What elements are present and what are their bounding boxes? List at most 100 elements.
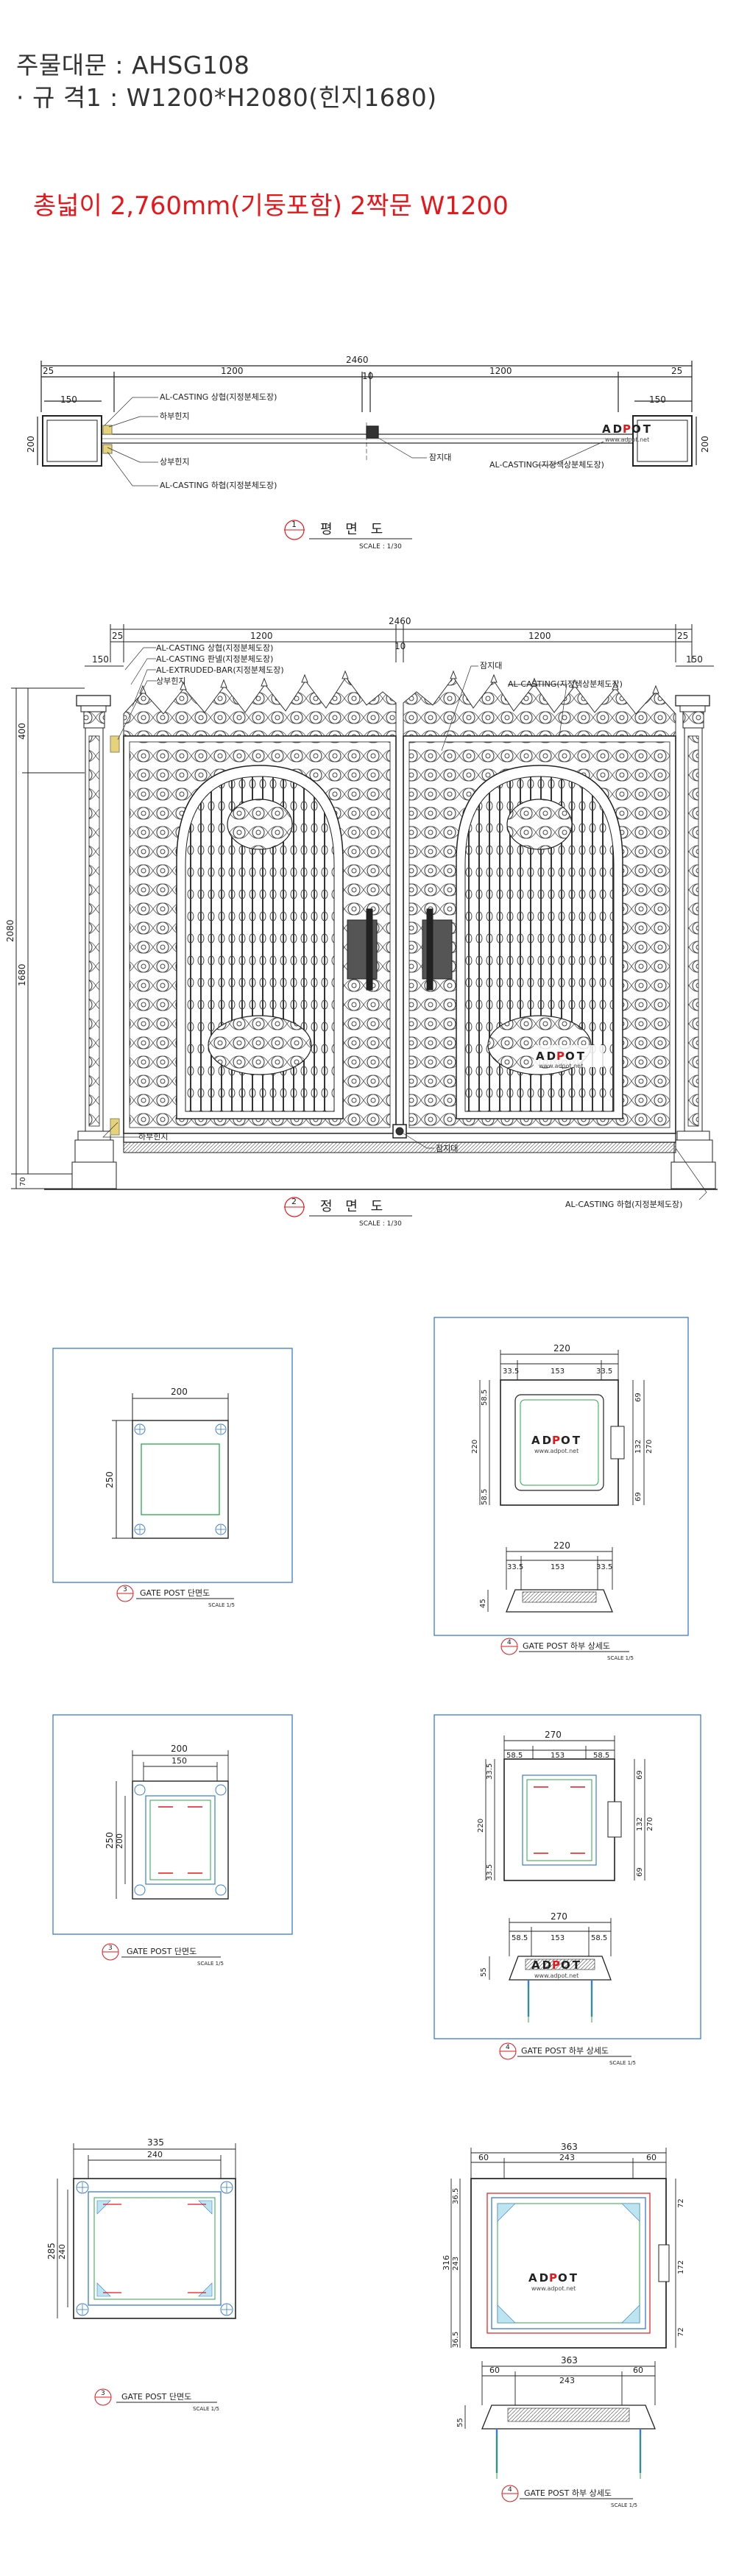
detail-6-dim-h2: 243 [452,2257,460,2271]
detail-4-dim-bh: 55 [480,1967,488,1977]
detail-3-dim-w: 200 [171,1744,188,1754]
detail-2-logo-right: OT [561,1434,582,1447]
detail-2-title-text: GATE POST 하부 상세도 [523,1641,610,1651]
detail-1-dim-height: 250 [105,1471,115,1488]
front-dim-top: 400 [17,723,27,740]
detail-6-dim-ba: 60 [489,2366,500,2375]
detail-2-dim-r1: 58.5 [481,1390,489,1406]
detail-6-dim-c: 60 [646,2153,657,2162]
detail-2-dim-r4: 69 [634,1492,643,1501]
plan-leaders [104,397,604,486]
front-dim-left: 1200 [250,631,273,641]
front-label-extruded-bar: AL-EXTRUDED-BAR(지정분체도장) [156,665,284,675]
detail-2-dim-c: 33.5 [596,1367,612,1376]
detail-6-title-text: GATE POST 하부 상세도 [524,2488,612,2498]
detail-3-dim-wb: 150 [171,1756,187,1766]
detail-4-dim-r1b: 33.5 [486,1864,494,1880]
front-dim-edge-left: 25 [112,631,123,641]
front-dim-post-left: 150 [92,654,109,665]
brand-url: www.adpot.net [605,436,649,443]
plan-title-scale: SCALE : 1/30 [359,543,402,551]
front-label-casting-top: AL-CASTING 상협(지정분체도장) [156,643,273,653]
detail-6-dim-bot: 363 [561,2355,578,2366]
detail-6-dim-r4: 72 [677,2327,685,2337]
plan-dim-height-right: 200 [700,436,710,453]
detail-4-scale: SCALE 1/5 [609,2060,636,2066]
front-dim-edge-right: 25 [677,631,688,641]
detail-4-dim-a: 58.5 [506,1752,523,1760]
plan-dimension-text: 2460 1200 1200 10 25 25 150 150 200 200 [26,355,710,453]
front-dimension-text: 2460 1200 1200 10 25 25 150 150 400 2080… [5,616,703,1186]
detail-4-logo-right: OT [561,1958,582,1972]
detail-6-dim-bot2: 243 [559,2376,575,2385]
front-logo-url: www.adpot.net [539,1063,583,1069]
front-label-stopper-bottom: 잠지대 [436,1144,458,1153]
front-label-casting-right: AL-CASTING(지정색상분체도장) [508,679,623,689]
detail-2-dim-h1: 270 [645,1440,654,1454]
detail-4-title-text: GATE POST 하부 상세도 [521,2045,609,2056]
front-title: 2 정 면 도 SCALE : 1/30 [284,1197,412,1228]
detail-2-dim-bc: 33.5 [596,1563,612,1571]
total-width-note: 총넓이 2,760mm(기둥포함) 2짝문 W1200 [33,191,509,221]
detail-3-frame: 200 150 250 200 [52,1714,293,1935]
front-label-upper-hinge: 상부힌지 [156,676,185,686]
detail-2-dim-b: 153 [551,1367,565,1376]
detail-4-logo-mid: P [552,1958,560,1972]
product-code: 주물대문 : AHSG108 [16,51,250,79]
detail-3-title: 3 GATE POST 단면도 SCALE 1/5 [102,1943,224,1967]
detail-2-logo-left: AD [531,1434,553,1447]
right-gate-leaf [403,735,676,1134]
detail-6-dim-h1: 316 [442,2255,451,2271]
detail-2-dim-bot: 220 [553,1540,570,1551]
detail-6-logo-url: www.adpot.net [531,2285,576,2292]
detail-4-dim-h1: 270 [646,1817,654,1831]
front-title-text: 정 면 도 [320,1199,387,1214]
plan-view [37,361,697,467]
detail-2-dim-bb: 153 [551,1563,565,1571]
detail-1-number: 3 [123,1586,127,1593]
detail-2-dim-r2: 132 [634,1440,643,1454]
plan-labels: AL-CASTING 상협(지정분체도장) 하부힌지 상부힌지 AL-CASTI… [160,392,604,490]
gate-crest [123,670,676,737]
plan-label-upper-hinge: 상부힌지 [160,457,189,467]
detail-4-dim-bc: 58.5 [591,1934,607,1942]
plan-label-casting-bottom: AL-CASTING 하협(지정분체도장) [160,480,277,490]
front-dim-post-right: 150 [686,654,703,665]
brand-logo-right: OT [631,422,653,436]
detail-6-dim-top2: 243 [559,2153,575,2162]
detail-1-title-text: GATE POST 단면도 [140,1588,210,1598]
plan-dim-total: 2460 [346,355,369,365]
detail-2-scale: SCALE 1/5 [607,1655,634,1661]
detail-2-dim-r1b: 58.5 [481,1489,489,1505]
plan-watermark: AD P OT www.adpot.net [602,422,653,443]
detail-6-dim-r1: 36.5 [452,2332,460,2348]
detail-6-logo-mid: P [549,2271,557,2285]
detail-4-dim-r4: 69 [636,1867,644,1877]
detail-6-dim-r2: 172 [677,2260,685,2274]
plan-dim-edge-left: 25 [43,366,54,376]
detail-4-frame: 270 58.5 153 58.5 33.5 220 33.5 69 132 6… [434,1714,701,2039]
front-watermark: AD P OT www.adpot.net [534,1045,604,1069]
brand-logo-mid: P [623,422,631,436]
front-dim-height-total: 2080 [5,919,15,942]
detail-4-logo-url: www.adpot.net [534,1972,578,1979]
detail-5: 335 240 285 240 3 GATE POST 단면도 SCALE 1/… [46,2137,236,2412]
front-logo-mid: P [556,1050,565,1063]
detail-5-dim-hb: 240 [57,2244,67,2260]
detail-4-logo-left: AD [531,1958,553,1972]
front-dim-gap: 10 [394,641,406,651]
detail-3-dim-hb: 200 [115,1833,124,1849]
front-dim-height-hinge: 1680 [17,963,27,986]
front-label-lower-hinge: 하부힌지 [138,1131,168,1142]
plan-label-casting-stopper: AL-CASTING(지정색상분체도장) [489,460,604,470]
plan-dim-gap: 10 [362,371,373,381]
detail-3-scale: SCALE 1/5 [197,1961,224,1967]
plan-label-stopper: 잠지대 [429,453,451,462]
front-logo-left: AD [536,1050,558,1063]
detail-2-title: 4 GATE POST 하부 상세도 SCALE 1/5 [500,1638,634,1661]
detail-5-scale: SCALE 1/5 [193,2406,219,2412]
detail-4-dim-top: 270 [545,1730,562,1740]
detail-6-dim-bh: 55 [456,2418,464,2427]
detail-4-dim-h2: 220 [477,1819,485,1833]
detail-3-dim-h: 250 [105,1832,115,1849]
